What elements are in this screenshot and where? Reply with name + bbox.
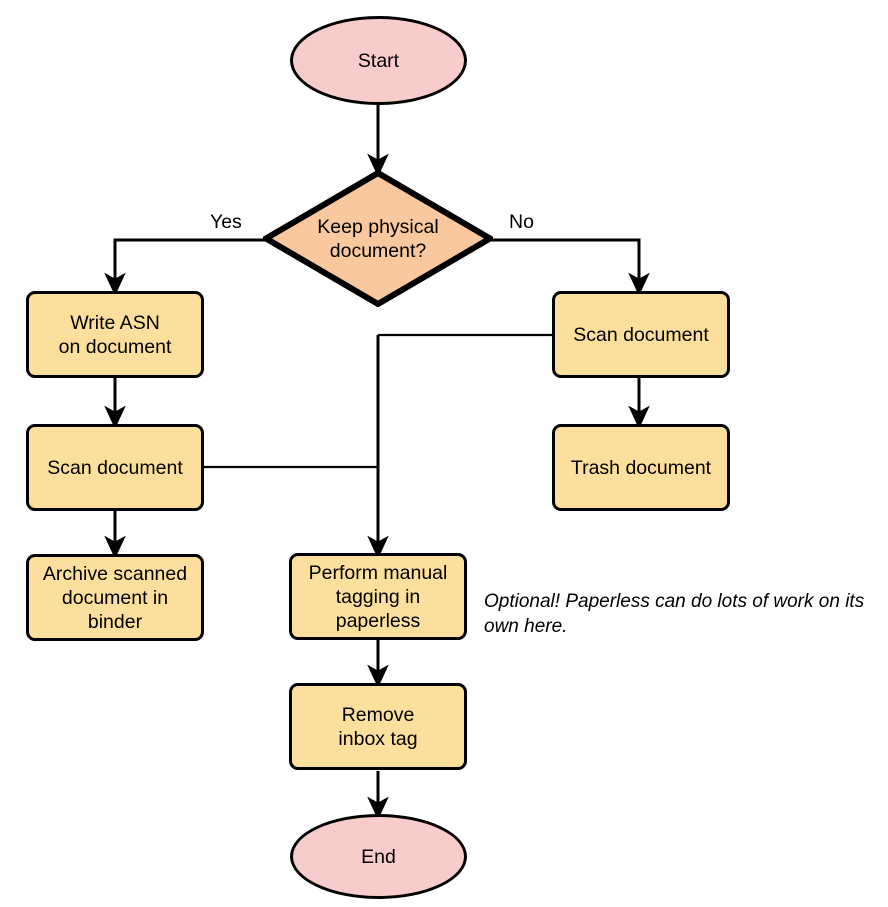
node-start[interactable]: Start <box>290 16 467 105</box>
node-write-asn-label: Write ASN on document <box>58 311 172 358</box>
node-trash-document[interactable]: Trash document <box>552 424 730 511</box>
optional-note: Optional! Paperless can do lots of work … <box>484 591 865 637</box>
node-archive-scanned-document-label: Archive scanned document in binder <box>42 562 188 633</box>
edge-decision-yes-to-write-asn <box>104 238 265 297</box>
diamond-shape <box>263 170 493 307</box>
node-write-asn[interactable]: Write ASN on document <box>26 291 204 378</box>
node-archive-scanned-document[interactable]: Archive scanned document in binder <box>26 554 204 641</box>
node-end-label: End <box>361 845 396 868</box>
node-trash-document-label: Trash document <box>570 456 712 479</box>
node-remove-inbox-tag-label: Remove inbox tag <box>338 703 418 750</box>
node-remove-inbox-tag[interactable]: Remove inbox tag <box>289 683 467 770</box>
edge-decision-no-to-scan-right <box>490 238 650 297</box>
node-decision-label: Keep physical document? <box>317 215 439 262</box>
node-scan-document-left-label: Scan document <box>47 456 183 479</box>
node-scan-document-left[interactable]: Scan document <box>26 424 204 511</box>
node-end[interactable]: End <box>290 814 467 899</box>
node-perform-manual-tagging-label: Perform manual tagging in paperless <box>308 561 448 632</box>
edge-label-no: No <box>509 211 534 233</box>
node-perform-manual-tagging[interactable]: Perform manual tagging in paperless <box>289 553 467 640</box>
node-scan-document-right-label: Scan document <box>573 323 709 346</box>
node-start-label: Start <box>357 49 400 72</box>
node-scan-document-right[interactable]: Scan document <box>552 291 730 378</box>
edge-label-yes: Yes <box>210 211 242 233</box>
node-decision-keep-physical-document[interactable]: Keep physical document? <box>263 170 493 307</box>
